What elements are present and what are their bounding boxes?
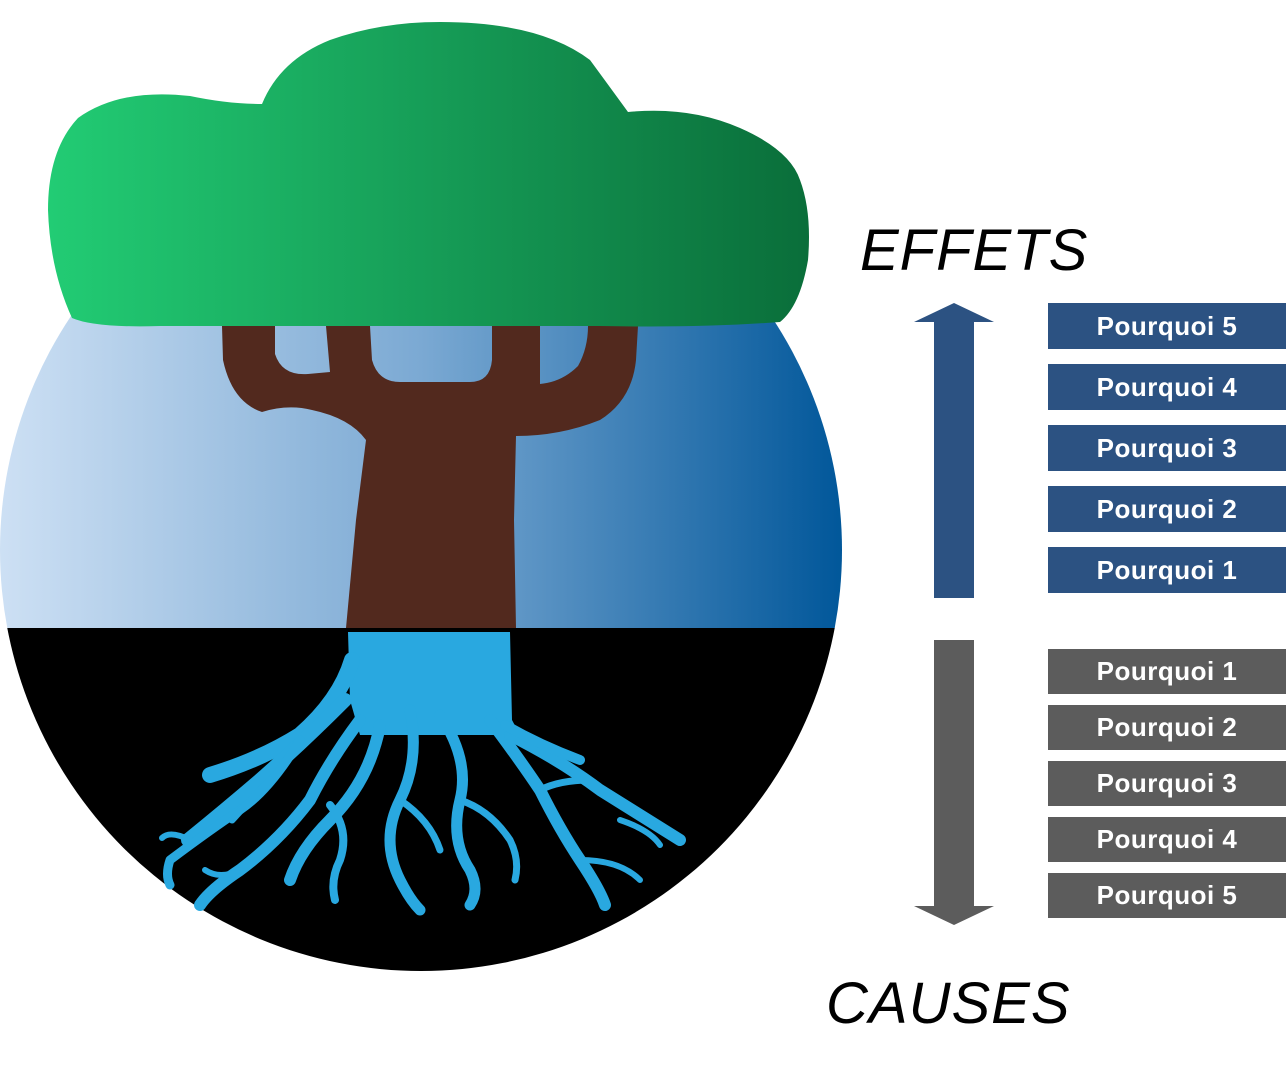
effects-box: Pourquoi 3 [1048,425,1286,471]
tree-trunk [222,326,638,628]
causes-box: Pourquoi 3 [1048,761,1286,806]
down-arrow-icon [914,640,994,925]
effects-label: EFFETS [860,218,1089,283]
causes-box: Pourquoi 1 [1048,649,1286,694]
up-arrow-icon [914,303,994,598]
causes-box: Pourquoi 4 [1048,817,1286,862]
tree-roots [159,632,686,916]
effects-box: Pourquoi 4 [1048,364,1286,410]
effects-box: Pourquoi 5 [1048,303,1286,349]
effects-box: Pourquoi 1 [1048,547,1286,593]
effects-box: Pourquoi 2 [1048,486,1286,532]
tree-illustration [0,22,842,971]
causes-label: CAUSES [826,971,1071,1036]
tree-canopy [48,22,809,327]
causes-box: Pourquoi 5 [1048,873,1286,918]
causes-box: Pourquoi 2 [1048,705,1286,750]
